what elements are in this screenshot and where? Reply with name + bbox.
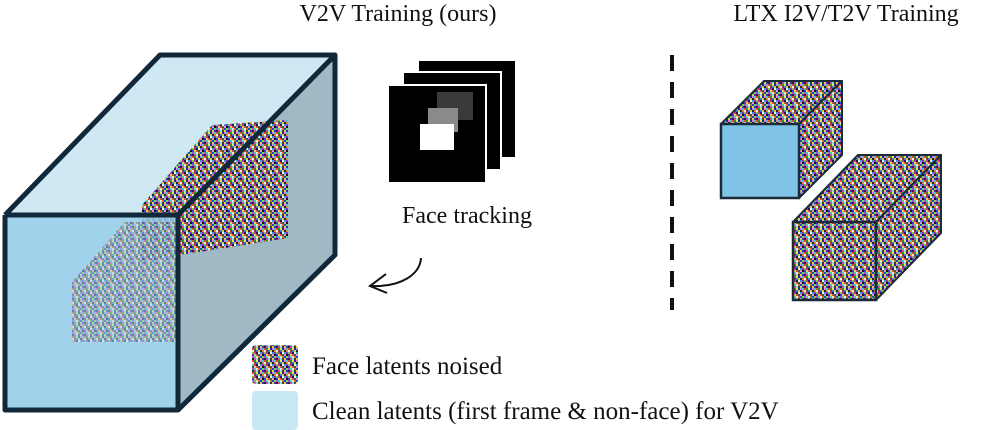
face-tracking-icon: [387, 59, 517, 184]
ltx-cube-noised: [791, 154, 942, 302]
clean-swatch-icon: [252, 391, 298, 430]
legend-noised-label: Face latents noised: [312, 353, 503, 380]
cube-top-face: [5, 55, 335, 215]
ltx-first-frame-face: [719, 122, 801, 200]
ltx-cube-first-frame: [719, 80, 843, 200]
legend: Face latents noised Clean latents (first…: [252, 345, 779, 430]
noise-texture-icon: [252, 345, 298, 384]
noised-face-region-front: [72, 222, 180, 342]
cube-top-edge: [3, 52, 338, 217]
cube-side-edge: [176, 55, 338, 412]
face-tracking-label: Face tracking: [402, 203, 532, 229]
v2v-latent-cube: [2, 52, 338, 413]
curved-arrow-icon: [367, 257, 422, 294]
title-ltx-training: LTX I2V/T2V Training: [733, 1, 958, 27]
title-v2v-training: V2V Training (ours): [300, 1, 497, 27]
legend-clean-label: Clean latents (first frame & non-face) f…: [312, 398, 779, 425]
